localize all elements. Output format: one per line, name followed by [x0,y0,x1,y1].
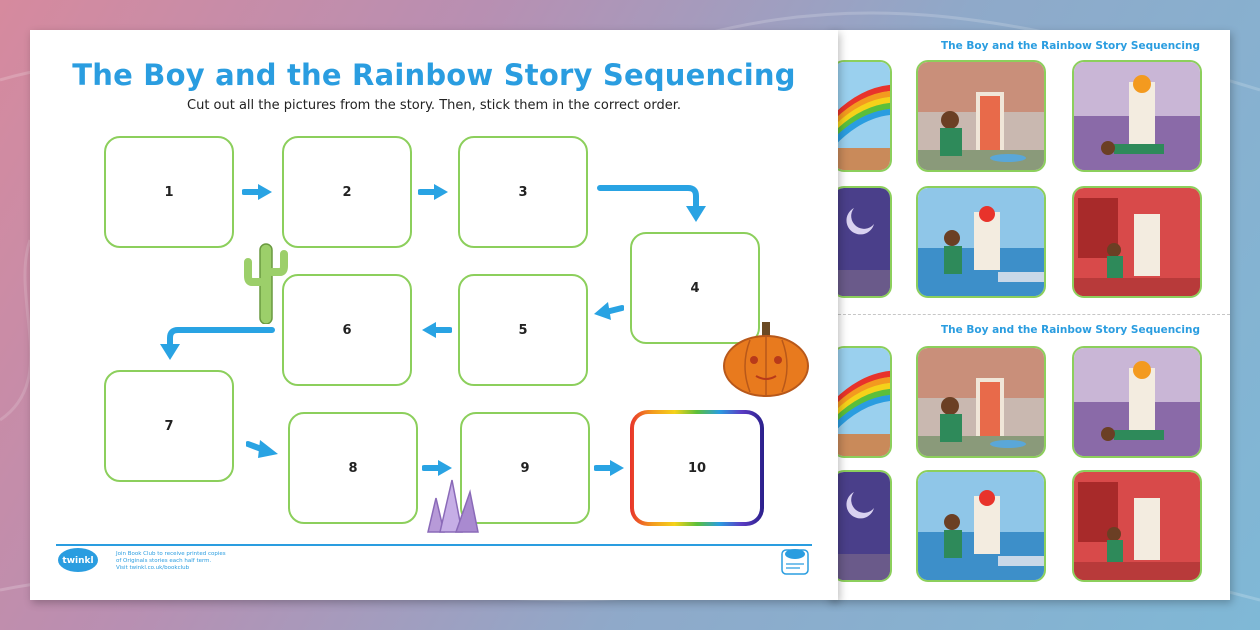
story-picture-boy-door[interactable] [916,346,1046,458]
arrow-right-icon [418,184,448,200]
pumpkin-icon [723,322,809,397]
story-picture-boy-lake-door[interactable] [916,470,1046,582]
sequence-box-10[interactable]: 10 [630,410,764,526]
story-picture-rainbow[interactable] [832,60,892,172]
arrow-right-icon [422,460,452,476]
story-picture-boy-lake-door[interactable] [916,186,1046,298]
cutout-sheet: The Boy and the Rainbow Story Sequencing [828,30,1230,600]
arrow-right-icon [246,440,278,458]
book-club-badge-icon [781,549,809,575]
footer-rule [56,544,812,546]
svg-text:twinkl: twinkl [62,556,93,566]
arrow-right-icon [242,184,272,200]
cut-line [828,314,1230,315]
story-picture-night[interactable] [832,470,892,582]
sequence-box-5[interactable]: 5 [458,274,588,386]
arrow-left-icon [422,322,452,338]
sequence-box-2[interactable]: 2 [282,136,412,248]
sequence-box-4[interactable]: 4 [630,232,760,344]
story-picture-boy-lying[interactable] [1072,60,1202,172]
arrow-down-icon [160,327,275,360]
cutout-header-top: The Boy and the Rainbow Story Sequencing [940,40,1200,52]
story-picture-rainbow[interactable] [832,346,892,458]
story-picture-boy-door[interactable] [916,60,1046,172]
story-picture-boy-lying[interactable] [1072,346,1202,458]
footer-book-club-text: Join Book Club to receive printed copies… [116,551,226,571]
sequence-box-6[interactable]: 6 [282,274,412,386]
arrow-down-icon [597,185,706,222]
cactus-icon [244,243,288,324]
twinkl-logo-icon: twinkl [58,548,98,572]
story-picture-red-town[interactable] [1072,470,1202,582]
sequence-box-8[interactable]: 8 [288,412,418,524]
worksheet-instructions: Cut out all the pictures from the story.… [187,98,681,113]
crystal-icon [427,479,479,533]
sequence-box-9[interactable]: 9 [460,412,590,524]
story-picture-red-town[interactable] [1072,186,1202,298]
arrow-left-icon [594,302,624,320]
worksheet-title: The Boy and the Rainbow Story Sequencing [72,58,796,92]
sequence-box-7[interactable]: 7 [104,370,234,482]
arrow-right-icon [594,460,624,476]
sequence-box-1[interactable]: 1 [104,136,234,248]
cutout-header-bottom: The Boy and the Rainbow Story Sequencing [940,324,1200,336]
sequencing-worksheet: The Boy and the Rainbow Story Sequencing… [30,30,838,600]
story-picture-night[interactable] [832,186,892,298]
sequence-box-3[interactable]: 3 [458,136,588,248]
